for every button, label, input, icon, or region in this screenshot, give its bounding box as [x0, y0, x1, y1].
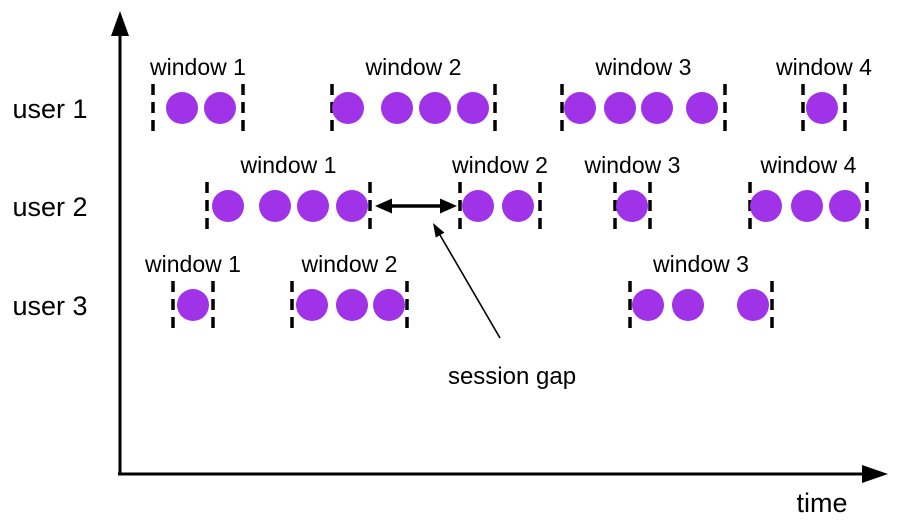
window-label: window 3: [584, 152, 681, 178]
window-label: window 2: [365, 54, 462, 80]
session-gap-annotation: session gap: [375, 198, 576, 390]
user-label: user 3: [12, 291, 87, 321]
session-window: window 1: [149, 54, 246, 132]
event-dot: [332, 92, 364, 124]
event-dot: [462, 190, 494, 222]
user-label: user 1: [12, 94, 87, 124]
window-label: window 2: [451, 152, 548, 178]
event-dot: [737, 289, 769, 321]
window-label: window 4: [775, 54, 872, 80]
event-dot: [259, 190, 291, 222]
event-dot: [166, 92, 198, 124]
window-label: window 4: [760, 152, 857, 178]
event-dot: [502, 190, 534, 222]
session-gap-pointer-line: [439, 234, 501, 339]
window-label: window 1: [149, 54, 246, 80]
event-dot: [632, 289, 664, 321]
user-row: user 1 window 1 window 2 window 3 window 4: [12, 54, 872, 132]
event-dot: [381, 92, 413, 124]
session-gap-arrowhead-left-icon: [375, 198, 392, 214]
session-window: window 2: [451, 152, 548, 230]
axes: time: [111, 11, 888, 518]
event-dot: [212, 190, 244, 222]
window-label: window 1: [144, 251, 241, 277]
window-label: window 1: [240, 152, 337, 178]
session-window: window 3: [628, 251, 774, 329]
session-window: window 3: [584, 152, 681, 230]
event-dot: [641, 92, 673, 124]
event-dot: [419, 92, 451, 124]
session-window: window 1: [144, 251, 241, 329]
user-row: user 3 window 1 window 2 window 3: [12, 251, 774, 329]
session-window: window 2: [290, 251, 409, 329]
event-dot: [457, 92, 489, 124]
event-dot: [616, 190, 648, 222]
session-window: window 4: [748, 152, 869, 230]
window-label: window 2: [301, 251, 398, 277]
event-dot: [564, 92, 596, 124]
x-axis-arrowhead-icon: [862, 465, 888, 483]
event-dot: [604, 92, 636, 124]
session-gap-arrowhead-right-icon: [440, 198, 457, 214]
event-dot: [806, 92, 838, 124]
event-dot: [204, 92, 236, 124]
event-dot: [373, 289, 405, 321]
event-dot: [296, 289, 328, 321]
session-gap-label: session gap: [448, 363, 576, 390]
x-axis-label: time: [796, 488, 847, 518]
session-gap-pointer-arrowhead-icon: [433, 223, 445, 238]
event-dot: [297, 190, 329, 222]
event-dot: [686, 92, 718, 124]
event-dot: [791, 190, 823, 222]
event-dot: [750, 190, 782, 222]
event-dot: [829, 190, 861, 222]
user-row: user 2 window 1 window 2 window 3 window 4: [12, 152, 869, 230]
session-window: window 4: [775, 54, 872, 132]
session-window: window 1: [205, 152, 372, 230]
user-label: user 2: [12, 192, 87, 222]
event-dot: [336, 289, 368, 321]
event-dot: [177, 289, 209, 321]
event-dot: [336, 190, 368, 222]
window-label: window 3: [652, 251, 749, 277]
window-label: window 3: [595, 54, 692, 80]
session-window: window 3: [560, 54, 727, 132]
y-axis-arrowhead-icon: [111, 11, 129, 36]
event-dot: [672, 289, 704, 321]
session-window: window 2: [330, 54, 497, 132]
